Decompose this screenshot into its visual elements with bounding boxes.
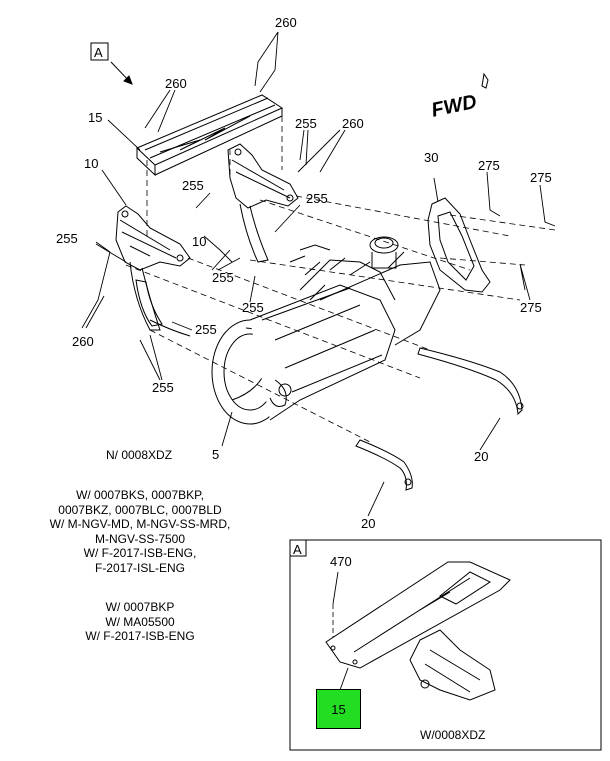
callout-255-d: 255 <box>56 231 78 246</box>
callout-260-top: 260 <box>275 15 297 30</box>
callout-255-c: 255 <box>306 191 328 206</box>
note-line: W/ M-NGV-MD, M-NGV-SS-MRD, <box>49 517 231 531</box>
callout-260-left: 260 <box>72 334 94 349</box>
note-line: W/ F-2017-ISB-ENG <box>85 629 195 643</box>
detail-bracket-arm <box>409 629 496 701</box>
callout-10-upper: 10 <box>84 156 98 171</box>
detail-label-box <box>289 539 307 557</box>
strap-20-lower <box>355 439 413 491</box>
note-block-2: W/ 0007BKP W/ MA05500 W/ F-2017-ISB-ENG <box>60 600 220 644</box>
view-label: A <box>94 45 103 60</box>
bracket-plate-15 <box>136 94 284 177</box>
detail-callout-470: 470 <box>330 554 352 569</box>
aftertreatment-assembly-5 <box>211 236 441 425</box>
leader-lines <box>81 31 556 517</box>
highlighted-callout-15[interactable]: 15 <box>316 689 361 729</box>
direction-label: FWD <box>430 91 479 122</box>
note-line: W/ MA05500 <box>105 614 175 629</box>
bracket-10-left <box>115 205 191 331</box>
detail-note: W/0008XDZ <box>420 728 486 742</box>
fwd-arrow-icon <box>481 72 489 89</box>
detail-view-a: A 470 <box>289 539 602 751</box>
assembly-guide-lines <box>125 116 556 443</box>
note-block-1: W/ 0007BKS, 0007BKP, 0007BKZ, 0007BLC, 0… <box>40 488 240 575</box>
callout-260-right: 260 <box>342 116 364 131</box>
callout-15: 15 <box>88 110 102 125</box>
callout-30: 30 <box>424 150 438 165</box>
note-line: 0007BKZ, 0007BLC, 0007BLD <box>58 502 222 517</box>
callout-20-b: 20 <box>361 516 375 531</box>
note-line: M-NGV-SS-7500 <box>94 531 186 546</box>
strap-20-upper <box>417 347 524 416</box>
callout-5: 5 <box>212 447 219 462</box>
callout-255-e: 255 <box>212 270 234 285</box>
heat-shield-30 <box>427 197 491 293</box>
detail-label: A <box>293 542 302 557</box>
callout-255-f: 255 <box>242 300 264 315</box>
note-main: N/ 0008XDZ <box>106 448 173 462</box>
note-line: W/ 0007BKS, 0007BKP, <box>76 488 204 502</box>
callout-275-a: 275 <box>478 158 500 173</box>
note-line: W/ 0007BKP <box>105 600 175 614</box>
callout-20-a: 20 <box>474 449 488 464</box>
callout-255-a: 255 <box>295 116 317 131</box>
callout-255-g: 255 <box>195 322 217 337</box>
callout-260-mid: 260 <box>165 76 187 91</box>
callout-255-b: 255 <box>182 178 204 193</box>
bracket-10-right <box>227 143 299 263</box>
callout-275-c: 275 <box>520 300 542 315</box>
callout-labels: 260 260 15 255 260 30 275 275 10 255 255… <box>56 15 552 531</box>
note-line: W/ F-2017-ISB-ENG, <box>83 546 197 560</box>
note-line: F-2017-ISL-ENG <box>94 560 186 575</box>
callout-255-h: 255 <box>152 380 174 395</box>
view-label-box <box>90 42 109 61</box>
callout-10-lower: 10 <box>192 234 206 249</box>
callout-275-b: 275 <box>530 170 552 185</box>
detail-bracket-plate <box>325 561 511 669</box>
view-arrow-head <box>123 75 133 85</box>
strap-loop-left <box>135 279 191 337</box>
